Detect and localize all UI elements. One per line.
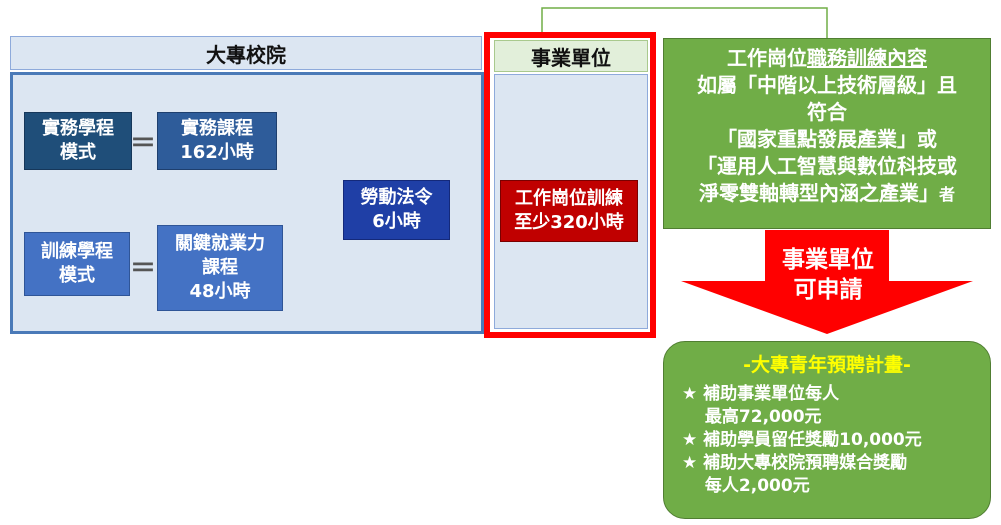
condition-line-1-prefix: 工作崗位: [727, 46, 807, 70]
top-bracket-line: [541, 7, 828, 38]
workplace-training-box: 工作崗位訓練 至少320小時: [500, 180, 638, 242]
condition-line-1: 工作崗位職務訓練內容: [664, 45, 990, 72]
down-arrow-shape: [681, 230, 973, 334]
equals-sign: ＝: [130, 253, 157, 284]
condition-line-3: 符合: [807, 100, 847, 124]
enterprise-header: 事業單位: [494, 40, 648, 72]
program-item: ★ 補助大專校院預聘媒合獎勵 每人2,000元: [682, 453, 908, 496]
condition-box: 工作崗位職務訓練內容 如屬「中階以上技術層級」且 符合 「國家重點發展產業」或 …: [663, 38, 991, 229]
condition-line-4: 「國家重點發展產業」或: [717, 127, 937, 151]
condition-line-6-suffix: 者: [938, 185, 955, 204]
labor-law-box: 勞動法令 6小時: [343, 180, 450, 240]
program-box: -大專青年預聘計畫- ★ 補助事業單位每人 最高72,000元 ★ 補助學員留任…: [663, 341, 991, 519]
practice-course-box: 實務課程 162小時: [157, 112, 277, 170]
condition-line-6-main: 淨零雙軸轉型內涵之產業」: [698, 181, 939, 205]
condition-line-1-underlined: 職務訓練內容: [807, 46, 927, 70]
condition-line-6: 淨零雙軸轉型內涵之產業」者: [664, 180, 990, 208]
program-title: -大專青年預聘計畫-: [743, 354, 911, 376]
program-item: ★ 補助事業單位每人 最高72,000元: [682, 384, 840, 427]
arrow-label: 事業單位 可申請: [782, 247, 874, 303]
key-employability-course-box: 關鍵就業力 課程 48小時: [157, 225, 283, 311]
condition-line-2: 如屬「中階以上技術層級」且: [697, 73, 957, 97]
program-item: ★ 補助學員留任獎勵10,000元: [682, 430, 922, 450]
condition-line-5: 「運用人工智慧與數位科技或: [697, 154, 957, 178]
university-header: 大專校院: [10, 36, 482, 70]
training-mode-box: 訓練學程 模式: [24, 232, 130, 296]
practice-mode-box: 實務學程 模式: [24, 112, 132, 170]
equals-sign: ＝: [130, 128, 157, 159]
